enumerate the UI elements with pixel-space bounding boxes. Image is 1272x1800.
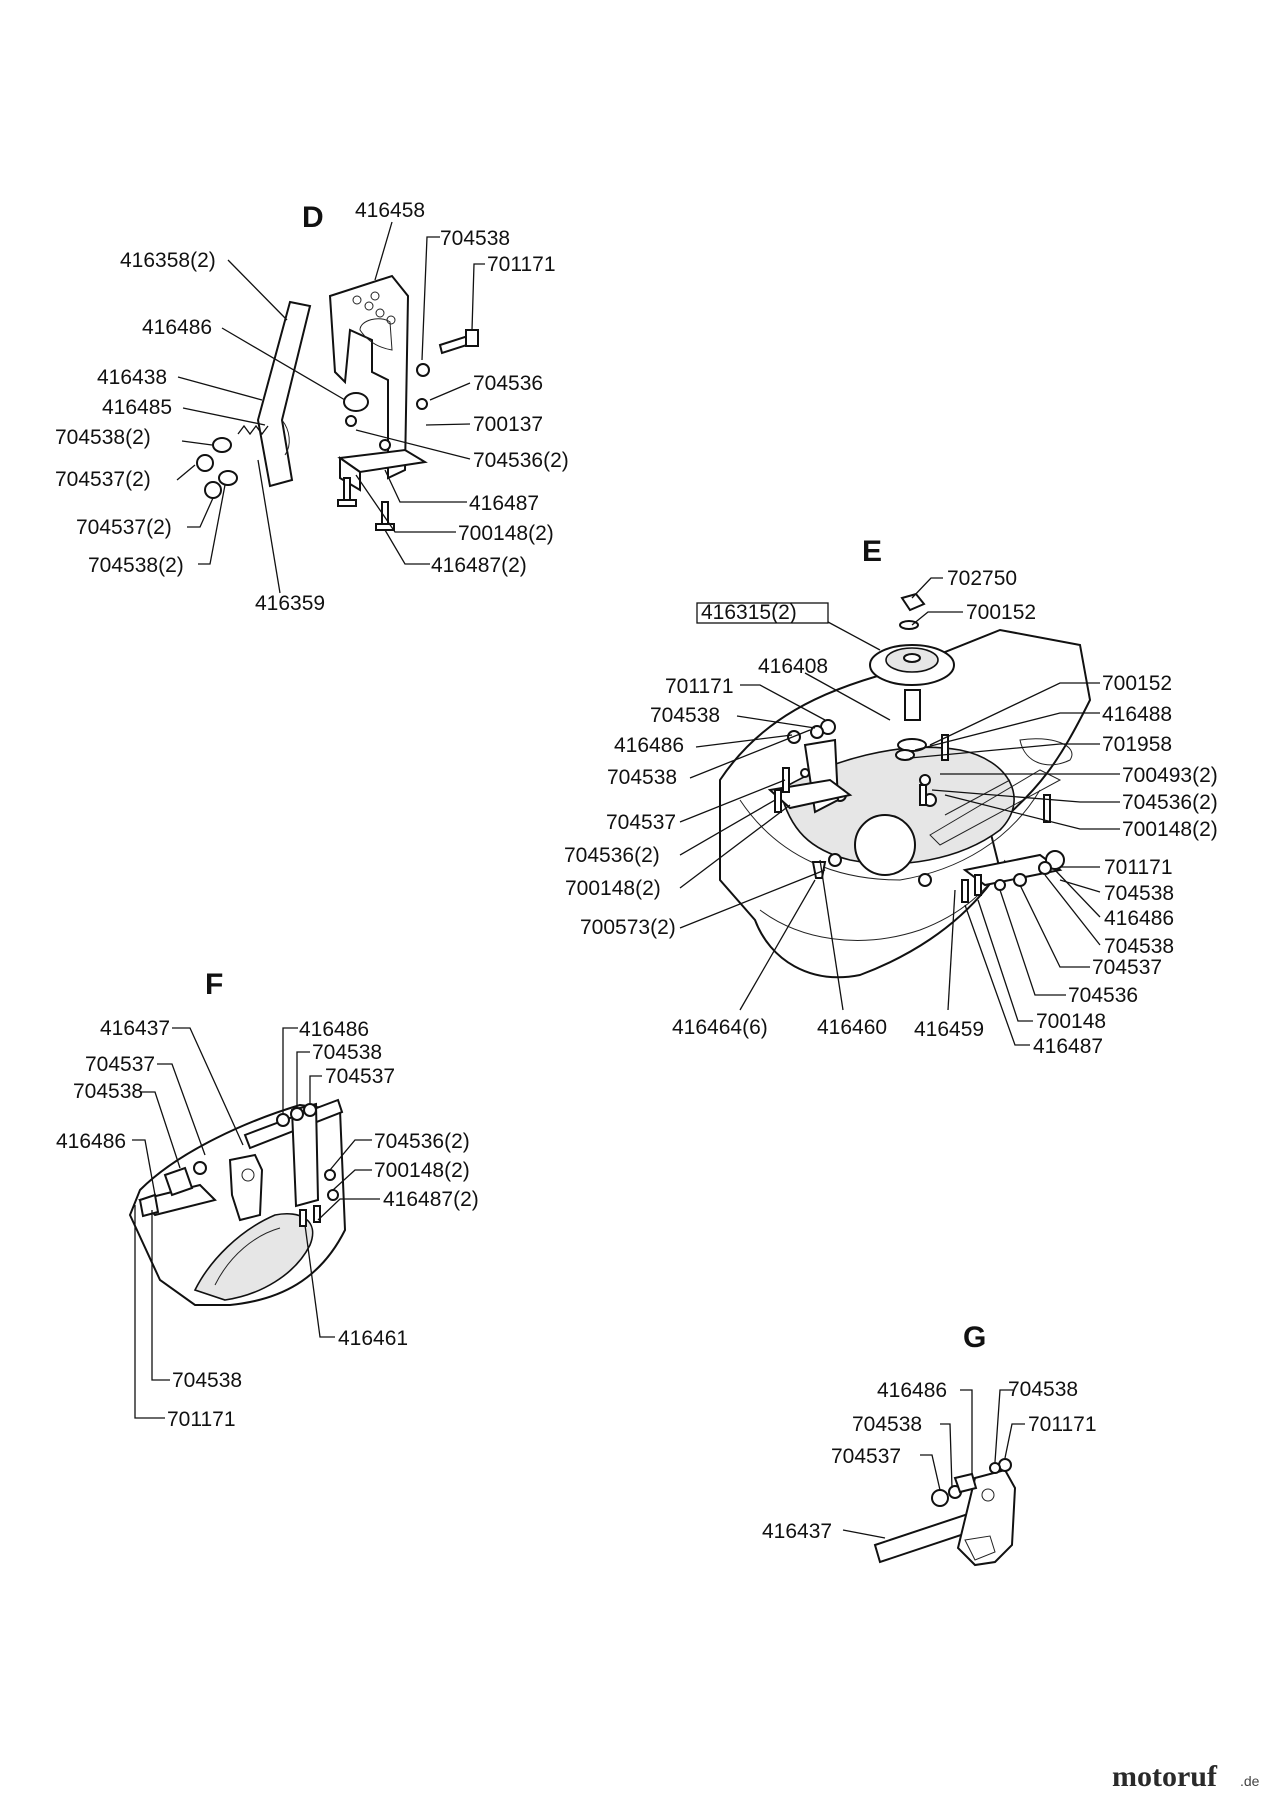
label-d-10: 704537(2) [76, 516, 172, 539]
label-f-8: 704536(2) [374, 1130, 470, 1153]
section-g-labels: 416486 704538 704538 701171 704537 41643… [762, 1378, 1097, 1543]
label-g-1: 416486 [877, 1379, 947, 1402]
section-g: G 416486 704538 704538 [762, 1321, 1097, 1567]
label-f-4: 416486 [56, 1130, 126, 1153]
label-e-14: 416488 [1102, 703, 1172, 726]
label-f-2: 704537 [85, 1053, 155, 1076]
section-g-drawing [873, 1458, 1017, 1567]
logo-brand: motoruf [1112, 1760, 1218, 1793]
label-f-3: 704538 [73, 1080, 143, 1103]
section-d-labels: 416458 704538 701171 416358(2) 416486 41… [55, 199, 569, 615]
label-e-16: 700493(2) [1122, 764, 1218, 787]
label-e-23: 704537 [1092, 956, 1162, 979]
label-e-28: 416460 [817, 1016, 887, 1039]
logo-suffix: .de [1240, 1773, 1260, 1789]
label-e-25: 700148 [1036, 1010, 1106, 1033]
label-d-9: 704537(2) [55, 468, 151, 491]
label-e-13: 700152 [1102, 672, 1172, 695]
section-g-leaders [842, 1389, 1025, 1539]
section-e: E [564, 535, 1218, 1058]
section-e-title: E [862, 535, 882, 568]
section-d-title: D [302, 201, 324, 234]
label-d-8: 704538(2) [55, 426, 151, 449]
label-e-15: 701958 [1102, 733, 1172, 756]
section-d-leaders [176, 221, 485, 594]
label-f-9: 700148(2) [374, 1159, 470, 1182]
label-d-11: 704538(2) [88, 554, 184, 577]
label-e-2: 416315(2) [701, 601, 797, 624]
label-f-1: 416437 [100, 1017, 170, 1040]
label-d-16: 700148(2) [458, 522, 554, 545]
label-d-13: 700137 [473, 413, 543, 436]
label-d-12: 704536 [473, 372, 543, 395]
label-g-6: 416437 [762, 1520, 832, 1543]
label-d-3: 701171 [487, 253, 556, 276]
label-d-15: 416487 [469, 492, 539, 515]
section-g-title: G [963, 1321, 986, 1354]
motoruf-logo: motoruf .de [1112, 1760, 1260, 1793]
label-d-18: 416359 [255, 592, 325, 615]
label-d-7: 416485 [102, 396, 172, 419]
label-e-27: 416464(6) [672, 1016, 768, 1039]
label-e-5: 701171 [665, 675, 734, 698]
label-f-5: 416486 [299, 1018, 369, 1041]
label-g-5: 704537 [831, 1445, 901, 1468]
label-e-12: 700573(2) [580, 916, 676, 939]
label-e-22: 704538 [1104, 935, 1174, 958]
label-f-11: 416461 [338, 1327, 408, 1350]
label-e-9: 704537 [606, 811, 676, 834]
label-d-1: 416458 [355, 199, 425, 222]
label-e-29: 416459 [914, 1018, 984, 1041]
label-e-26: 416487 [1033, 1035, 1103, 1058]
label-g-4: 701171 [1028, 1413, 1097, 1436]
label-g-2: 704538 [852, 1413, 922, 1436]
label-e-6: 704538 [650, 704, 720, 727]
label-f-12: 704538 [172, 1369, 242, 1392]
section-f-leaders [132, 1027, 380, 1419]
label-d-14: 704536(2) [473, 449, 569, 472]
section-e-labels: 702750 416315(2) 700152 416408 701171 70… [564, 567, 1218, 1058]
label-d-6: 416438 [97, 366, 167, 389]
label-e-1: 702750 [947, 567, 1017, 590]
section-f-drawing [128, 1098, 347, 1306]
label-e-21: 416486 [1104, 907, 1174, 930]
section-d-drawing [196, 274, 479, 531]
label-g-3: 704538 [1008, 1378, 1078, 1401]
label-d-4: 416358(2) [120, 249, 216, 272]
label-f-10: 416487(2) [383, 1188, 479, 1211]
label-d-5: 416486 [142, 316, 212, 339]
label-e-3: 700152 [966, 601, 1036, 624]
label-f-7: 704537 [325, 1065, 395, 1088]
label-e-7: 416486 [614, 734, 684, 757]
label-e-4: 416408 [758, 655, 828, 678]
label-e-11: 700148(2) [565, 877, 661, 900]
section-e-leaders [679, 577, 1120, 1046]
label-e-20: 704538 [1104, 882, 1174, 905]
label-e-10: 704536(2) [564, 844, 660, 867]
label-e-19: 701171 [1104, 856, 1173, 879]
label-e-18: 700148(2) [1122, 818, 1218, 841]
label-e-8: 704538 [607, 766, 677, 789]
label-f-6: 704538 [312, 1041, 382, 1064]
section-f: F [56, 968, 479, 1431]
label-d-2: 704538 [440, 227, 510, 250]
label-e-24: 704536 [1068, 984, 1138, 1007]
label-e-17: 704536(2) [1122, 791, 1218, 814]
section-f-labels: 416437 704537 704538 416486 416486 70453… [56, 1017, 479, 1431]
label-f-13: 701171 [167, 1408, 236, 1431]
section-d: D [55, 199, 569, 615]
section-e-drawing [719, 592, 1092, 979]
section-f-title: F [205, 968, 223, 1001]
label-d-17: 416487(2) [431, 554, 527, 577]
